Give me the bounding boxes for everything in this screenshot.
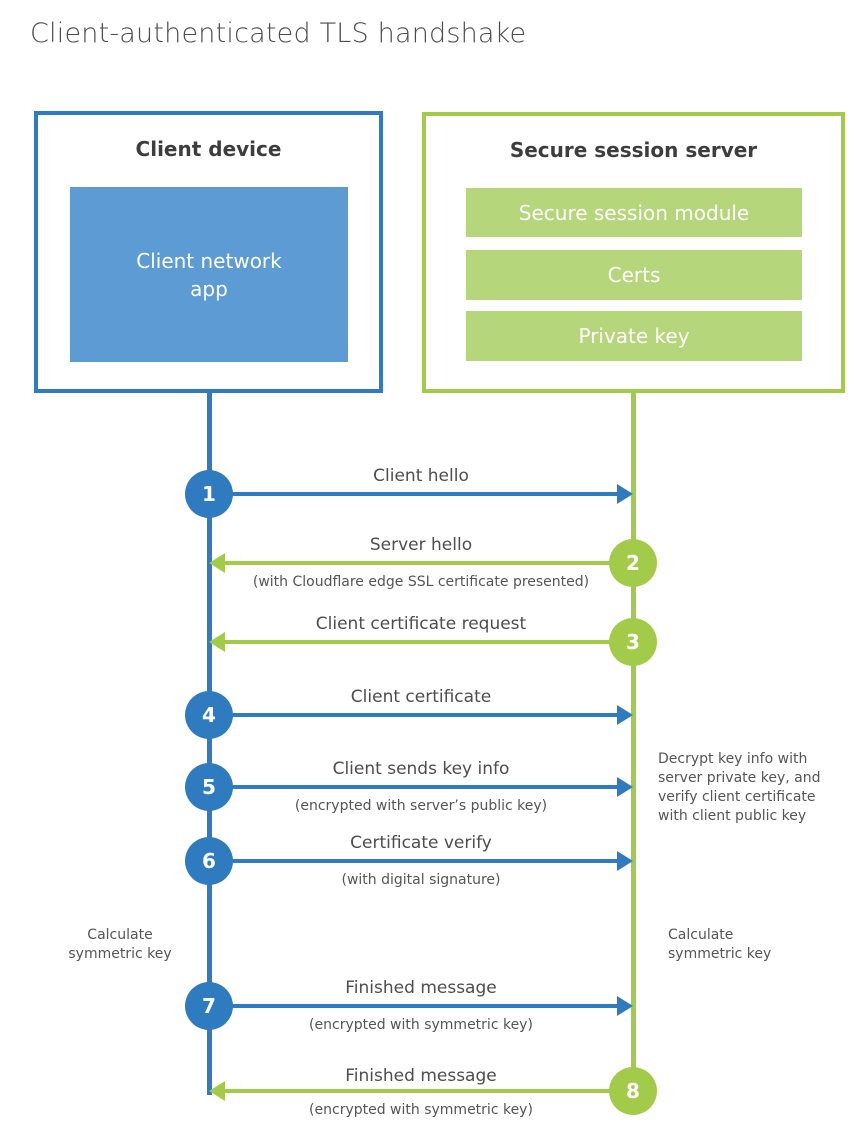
step-5-label: Client sends key info [332,759,510,779]
step-7-badge: 7 [185,982,233,1030]
arrow-left-icon [209,632,225,652]
step-1-arrow [209,484,633,504]
step-5-arrow [209,777,633,797]
step-3-arrow [209,632,633,652]
step-3-label: Client certificate request [315,614,527,634]
step-8-badge: 8 [609,1067,657,1115]
step-7-sublabel: (encrypted with symmetric key) [309,1017,533,1033]
server-decrypt-note: Decrypt key info with server private key… [658,751,821,824]
step-6-label: Certificate verify [350,833,492,853]
step-6-badge: 6 [185,837,233,885]
step-4-arrow [209,705,633,725]
arrow-left-icon [209,553,225,573]
arrow-left-icon [209,1081,225,1101]
server-lifeline [631,391,636,1095]
client-app-label-line1: Client network [136,248,282,273]
arrow-right-icon [617,705,633,725]
server-calculate-key-note: Calculate symmetric key [668,927,772,962]
secure-session-server-box: Secure session server Secure session mod… [422,112,845,393]
step-5-sublabel: (encrypted with server’s public key) [294,798,548,814]
step-5-badge: 5 [185,763,233,811]
client-calculate-key-note: Calculate symmetric key [68,927,172,962]
arrow-right-icon [617,484,633,504]
step-1-label: Client hello [373,466,469,486]
step-3-badge: 3 [609,618,657,666]
step-6-arrow [209,851,633,871]
server-title: Secure session server [509,138,758,162]
client-device-title: Client device [135,137,282,161]
client-device-box: Client device Client network app [34,111,383,393]
step-2-badge: 2 [609,539,657,587]
client-network-app-box: Client network app [70,187,348,362]
step-1-badge: 1 [185,470,233,518]
step-8-sublabel: (encrypted with symmetric key) [309,1102,533,1118]
step-4-badge: 4 [185,691,233,739]
arrow-right-icon [617,777,633,797]
server-module-private-key: Private key [466,311,802,361]
step-8-arrow [209,1081,633,1101]
step-7-arrow [209,996,633,1016]
client-lifeline [207,391,212,1095]
arrow-right-icon [617,996,633,1016]
server-module-secure-session: Secure session module [466,188,802,237]
step-4-label: Client certificate [350,687,492,707]
step-7-label: Finished message [345,978,497,998]
client-app-label-line2: app [190,276,228,301]
step-2-arrow [209,553,633,573]
server-module-certs: Certs [466,250,802,300]
arrow-right-icon [617,851,633,871]
step-8-label: Finished message [345,1066,497,1086]
step-2-sublabel: (with Cloudflare edge SSL certificate pr… [252,574,590,590]
step-2-label: Server hello [369,535,473,555]
step-6-sublabel: (with digital signature) [341,872,501,888]
page-title: Client-authenticated TLS handshake [30,18,527,49]
